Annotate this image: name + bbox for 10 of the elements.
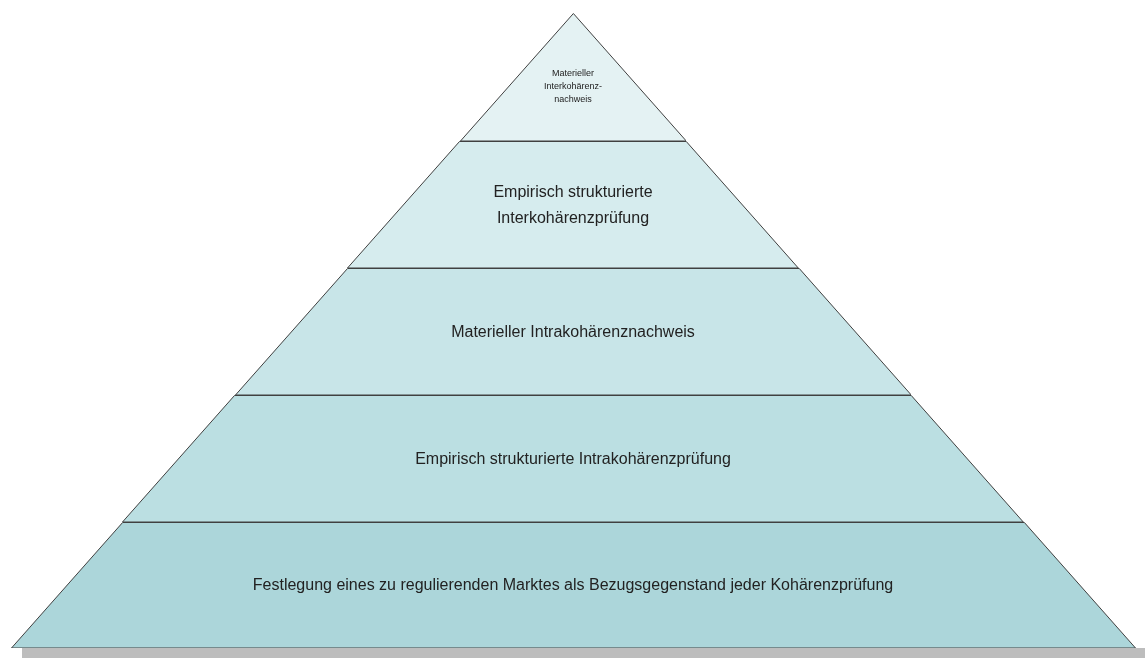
tier-label: Materieller Interkohärenz-nachweis bbox=[542, 66, 603, 106]
tier-label: Empirisch strukturierte Intrakohärenzprüfung bbox=[414, 448, 732, 469]
pyramid-tier bbox=[459, 13, 687, 141]
tier-label: Festlegung eines zu regulierenden Marktes als Bezugsgegenstand jeder Kohärenzprüfung bbox=[251, 575, 895, 595]
pyramid-tier bbox=[122, 395, 1024, 522]
pyramid-tier bbox=[234, 268, 912, 395]
pyramid-tier bbox=[347, 141, 799, 268]
tier-label: Materieller Intrakohärenznachweis bbox=[450, 321, 696, 342]
tier-label: Empirisch strukturierte Interkohärenzprüfung bbox=[492, 181, 654, 228]
pyramid-tier bbox=[10, 522, 1136, 648]
